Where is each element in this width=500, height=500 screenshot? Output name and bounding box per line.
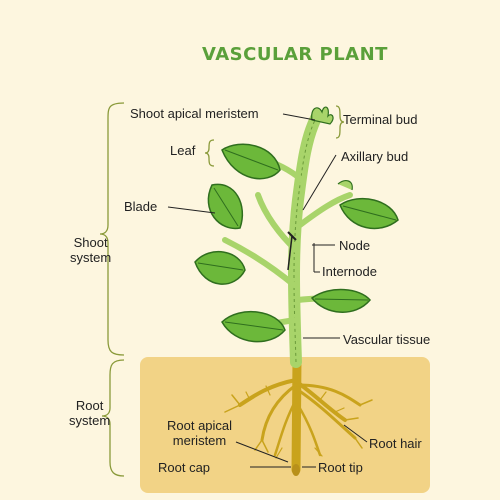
terminal-bud-drawing: [311, 106, 334, 125]
brackets: [99, 102, 345, 477]
label-vascular-tissue: Vascular tissue: [343, 332, 431, 347]
leaf-lower-right: [310, 288, 371, 313]
diagram-title: VASCULAR PLANT: [202, 44, 388, 65]
leaves: [194, 143, 399, 343]
label-terminal-bud: Terminal bud: [343, 112, 418, 127]
leaf-veins: [197, 149, 397, 331]
root-cap-tip: [292, 464, 300, 476]
label-root-cap: Root cap: [158, 460, 211, 475]
leaf-bracket: [204, 139, 215, 167]
leader-lines: [167, 113, 368, 468]
label-node: Node: [339, 238, 371, 253]
leaf-left: [194, 251, 246, 285]
label-root-system: Root system: [69, 398, 111, 428]
internode-marker: [287, 235, 293, 271]
label-root-hair: Root hair: [369, 436, 422, 451]
label-shoot-system: Shoot system: [70, 235, 112, 265]
vascular-tissue-line: [293, 117, 317, 363]
label-leaf: Leaf: [170, 143, 196, 158]
label-root-apical-meristem: Root apical meristem: [167, 418, 233, 448]
stem: [288, 112, 322, 368]
axillary-bud-drawing: [337, 180, 353, 191]
leaf-top-left: [221, 143, 281, 180]
leaf-right: [339, 197, 399, 230]
terminal-bud-bracket: [335, 105, 345, 139]
root-system-drawing: [224, 355, 373, 475]
label-axillary-bud: Axillary bud: [341, 149, 409, 164]
label-shoot-apical-meristem: Shoot apical meristem: [130, 106, 259, 121]
label-internode: Internode: [322, 264, 377, 279]
root-system-bracket: [101, 359, 125, 477]
label-blade: Blade: [124, 199, 158, 214]
label-root-tip: Root tip: [318, 460, 363, 475]
leaf-lower-left: [221, 310, 286, 343]
shoot-system-bracket: [99, 102, 125, 356]
